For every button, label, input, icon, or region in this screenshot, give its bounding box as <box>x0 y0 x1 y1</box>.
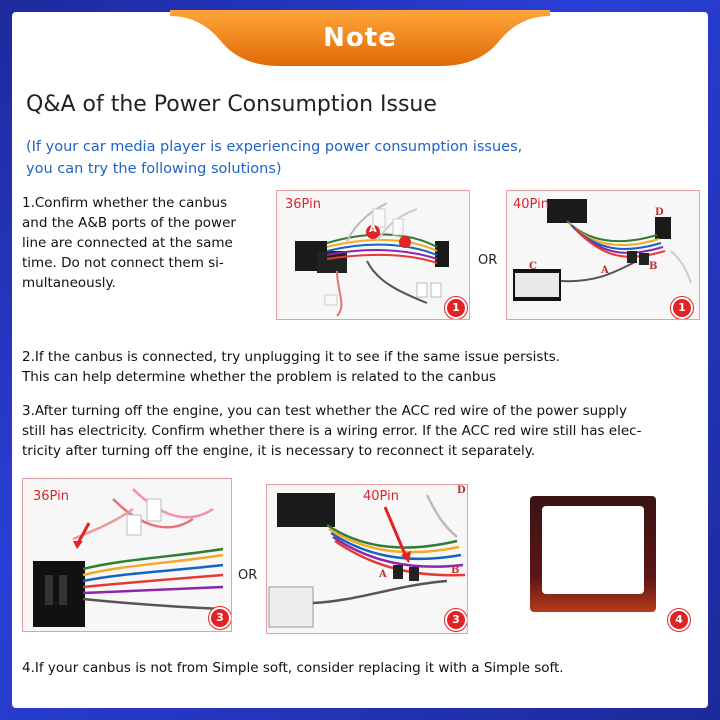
canbus-box-image <box>530 496 656 612</box>
page-heading: Q&A of the Power Consumption Issue <box>26 92 437 117</box>
badge-number: 1 <box>671 297 693 319</box>
step-3-text: 3.After turning off the engine, you can … <box>22 401 702 461</box>
step-2-line: 2.If the canbus is connected, try unplug… <box>22 349 561 365</box>
step-1-line: and the A&B ports of the power <box>22 215 236 231</box>
harness-40pin-image: 40Pin A B C D 1 <box>506 190 700 320</box>
badge-number: 3 <box>209 607 231 629</box>
marker-b: B <box>649 261 658 272</box>
marker-a: A <box>379 569 387 580</box>
step-2-text: 2.If the canbus is connected, try unplug… <box>22 347 702 387</box>
step-1-line: 1.Confirm whether the canbus <box>22 195 228 211</box>
subheading: (If your car media player is experiencin… <box>26 136 546 180</box>
step-3-line: tricity after turning off the engine, it… <box>22 443 536 459</box>
step-1-line: time. Do not connect them si- <box>22 255 224 271</box>
canbus-label-area <box>542 506 644 594</box>
step-1-line: line are connected at the same <box>22 235 233 251</box>
marker-a: A <box>369 224 377 235</box>
banner-title: Note <box>323 23 397 53</box>
acc-wire-36pin-image: 36Pin 3 <box>22 478 232 632</box>
or-label: OR <box>478 253 498 268</box>
subheading-line-2: you can try the following solutions) <box>26 161 282 177</box>
or-label: OR <box>238 568 258 583</box>
pin-label-40: 40Pin <box>363 489 399 504</box>
step-1-line: multaneously. <box>22 275 116 291</box>
badge-number: 3 <box>445 609 467 631</box>
marker-c: C <box>529 261 537 272</box>
badge-number: 4 <box>668 609 690 631</box>
acc-wire-40pin-image: 40Pin A B D 3 <box>266 484 468 634</box>
harness-36pin-image: 36Pin A 1 <box>276 190 470 320</box>
note-banner: Note <box>170 10 550 68</box>
badge-number: 1 <box>445 297 467 319</box>
marker-d: D <box>457 485 466 496</box>
step-4-text: 4.If your canbus is not from Simple soft… <box>22 660 564 676</box>
pin-label-36: 36Pin <box>33 489 69 504</box>
subheading-line-1: (If your car media player is experiencin… <box>26 139 523 155</box>
step-2-line: This can help determine whether the prob… <box>22 369 497 385</box>
marker-a: A <box>601 265 609 276</box>
step-3-line: 3.After turning off the engine, you can … <box>22 403 628 419</box>
pin-label-40: 40Pin <box>513 197 549 212</box>
step-1-text: 1.Confirm whether the canbus and the A&B… <box>22 193 262 293</box>
step-3-line: still has electricity. Confirm whether t… <box>22 423 642 439</box>
marker-d: D <box>655 207 664 218</box>
marker-b: B <box>451 565 460 576</box>
pin-label-36: 36Pin <box>285 197 321 212</box>
